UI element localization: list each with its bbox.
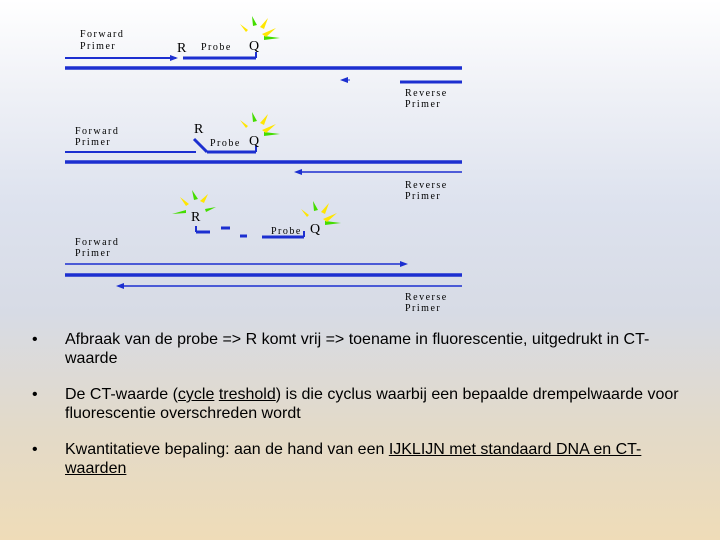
forward-primer-label-line2: Primer	[75, 248, 111, 259]
bullet-item-1: • Afbraak van de probe => R komt vrij =>…	[30, 330, 700, 368]
reverse-primer-label-line1: Reverse	[405, 88, 448, 99]
quencher-label: Q	[249, 134, 259, 149]
reverse-arrowhead	[340, 77, 348, 83]
reverse-primer-label-line2: Primer	[405, 303, 441, 314]
panel-3: R Probe Q Forward Primer Reverse Primer	[65, 190, 462, 314]
underlined-term-treshold: treshold	[218, 386, 276, 403]
fluorescence-burst-icon	[240, 112, 280, 136]
forward-primer-label-line2: Primer	[80, 41, 116, 52]
forward-arrowhead	[170, 55, 178, 61]
fluorescence-burst-icon	[240, 16, 280, 40]
forward-primer-label-line1: Forward	[80, 29, 124, 40]
probe-label: Probe	[201, 42, 232, 53]
reverse-primer-label-line1: Reverse	[405, 180, 448, 191]
bullet-text-post: ) is die cyclus waarbij een bepaalde dre…	[65, 386, 679, 422]
underlined-link-ijklijn[interactable]: IJKLIJN met standaard DNA en CT-waarden	[65, 441, 642, 477]
reporter-label: R	[177, 41, 187, 56]
forward-arrowhead	[400, 261, 408, 267]
bullet-text-pre: Kwantitatieve bepaling: aan de hand van …	[65, 441, 389, 458]
underlined-term-cycle: cycle	[177, 386, 215, 403]
bullet-dot: •	[32, 331, 38, 348]
probe-label: Probe	[210, 138, 241, 149]
bullet-list: • Afbraak van de probe => R komt vrij =>…	[30, 330, 700, 495]
bullet-item-3: • Kwantitatieve bepaling: aan de hand va…	[30, 440, 700, 478]
quencher-label: Q	[310, 222, 320, 237]
bullet-text-pre: De CT-waarde (	[65, 386, 178, 403]
bullet-item-2: • De CT-waarde (cycle treshold) is die c…	[30, 385, 700, 423]
reverse-primer-label-line1: Reverse	[405, 292, 448, 303]
forward-primer-label-line2: Primer	[75, 137, 111, 148]
reverse-arrowhead	[294, 169, 302, 175]
bullet-text: Afbraak van de probe => R komt vrij => t…	[65, 331, 650, 367]
bullet-dot: •	[32, 441, 38, 458]
panel-2: Forward Primer R Probe Q Reverse Primer	[65, 112, 462, 202]
reporter-label: R	[194, 122, 204, 137]
reporter-label: R	[191, 210, 201, 225]
bullet-dot: •	[32, 386, 38, 403]
forward-primer-label-line1: Forward	[75, 237, 119, 248]
probe-displaced-end	[192, 137, 209, 154]
taqman-pcr-diagram: Forward Primer R Probe Q Reverse Primer …	[65, 16, 462, 314]
reverse-primer-label-line2: Primer	[405, 99, 441, 110]
probe-label: Probe	[271, 226, 302, 237]
forward-primer-label-line1: Forward	[75, 126, 119, 137]
fluorescence-burst-icon	[301, 201, 341, 225]
reverse-arrowhead	[116, 283, 124, 289]
quencher-label: Q	[249, 39, 259, 54]
reverse-primer-label-line2: Primer	[405, 191, 441, 202]
panel-1: Forward Primer R Probe Q Reverse Primer	[65, 16, 462, 110]
fluorescence-burst-icon	[172, 190, 216, 214]
